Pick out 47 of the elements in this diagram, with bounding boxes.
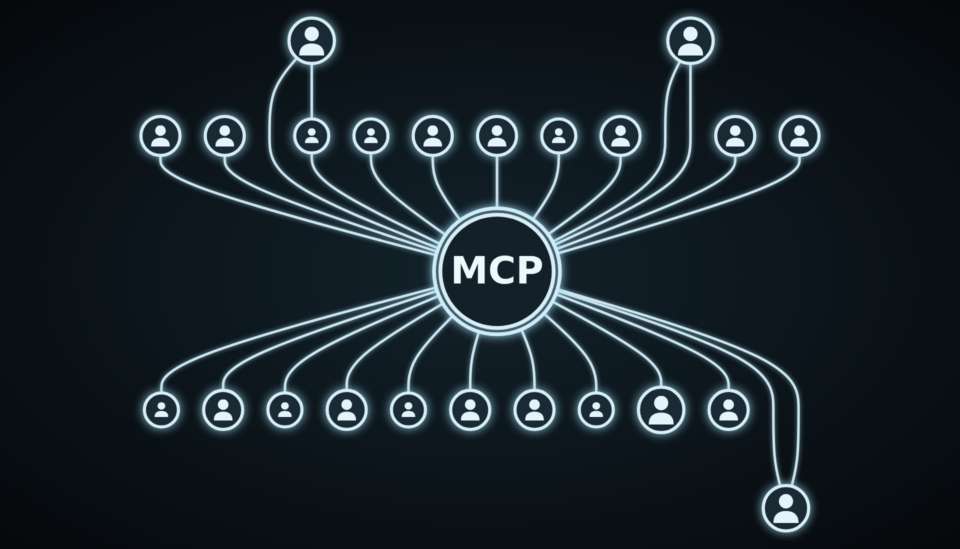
connector-line	[557, 155, 801, 255]
connector-line	[160, 286, 437, 393]
user-circle	[666, 16, 715, 66]
connector-line	[310, 152, 441, 246]
connector-line	[268, 57, 439, 250]
connector-line	[542, 312, 598, 393]
connector-line	[370, 152, 446, 236]
user-circle	[202, 388, 244, 432]
connector-line	[159, 155, 437, 256]
user-circle	[326, 388, 368, 432]
connector-line	[520, 328, 536, 390]
user-circle	[449, 388, 492, 432]
connector-line	[224, 155, 438, 253]
connector-line	[496, 155, 498, 208]
user-circle	[266, 391, 304, 428]
hub-circle	[432, 206, 562, 336]
connector-line	[555, 292, 730, 390]
user-circle	[578, 391, 615, 428]
user-circle	[352, 117, 390, 155]
user-circle	[293, 117, 330, 155]
user-circle	[708, 388, 750, 432]
user-circle	[636, 386, 686, 434]
user-circle	[599, 114, 642, 158]
user-circle	[142, 391, 180, 428]
user-circle	[714, 114, 756, 158]
user-circle	[287, 16, 336, 66]
user-circle	[762, 484, 810, 532]
user-circle	[390, 391, 428, 428]
connector-line	[468, 331, 480, 390]
connector-line	[556, 155, 736, 250]
user-circle	[540, 117, 578, 155]
connector-line	[407, 315, 454, 393]
user-circle	[513, 388, 556, 432]
node-label: MCP	[450, 248, 544, 296]
connector-line	[345, 302, 444, 390]
user-circle	[204, 114, 246, 158]
user-circle	[139, 114, 182, 158]
user-circle	[412, 114, 454, 158]
connector-line	[547, 155, 622, 236]
connector-line	[552, 300, 662, 388]
connector-line	[222, 290, 438, 390]
connector-line	[310, 63, 313, 119]
connector-line	[284, 294, 440, 393]
user-circle	[778, 114, 821, 158]
connector-line	[532, 152, 560, 220]
connector-line	[431, 155, 462, 221]
user-circle	[476, 114, 518, 158]
